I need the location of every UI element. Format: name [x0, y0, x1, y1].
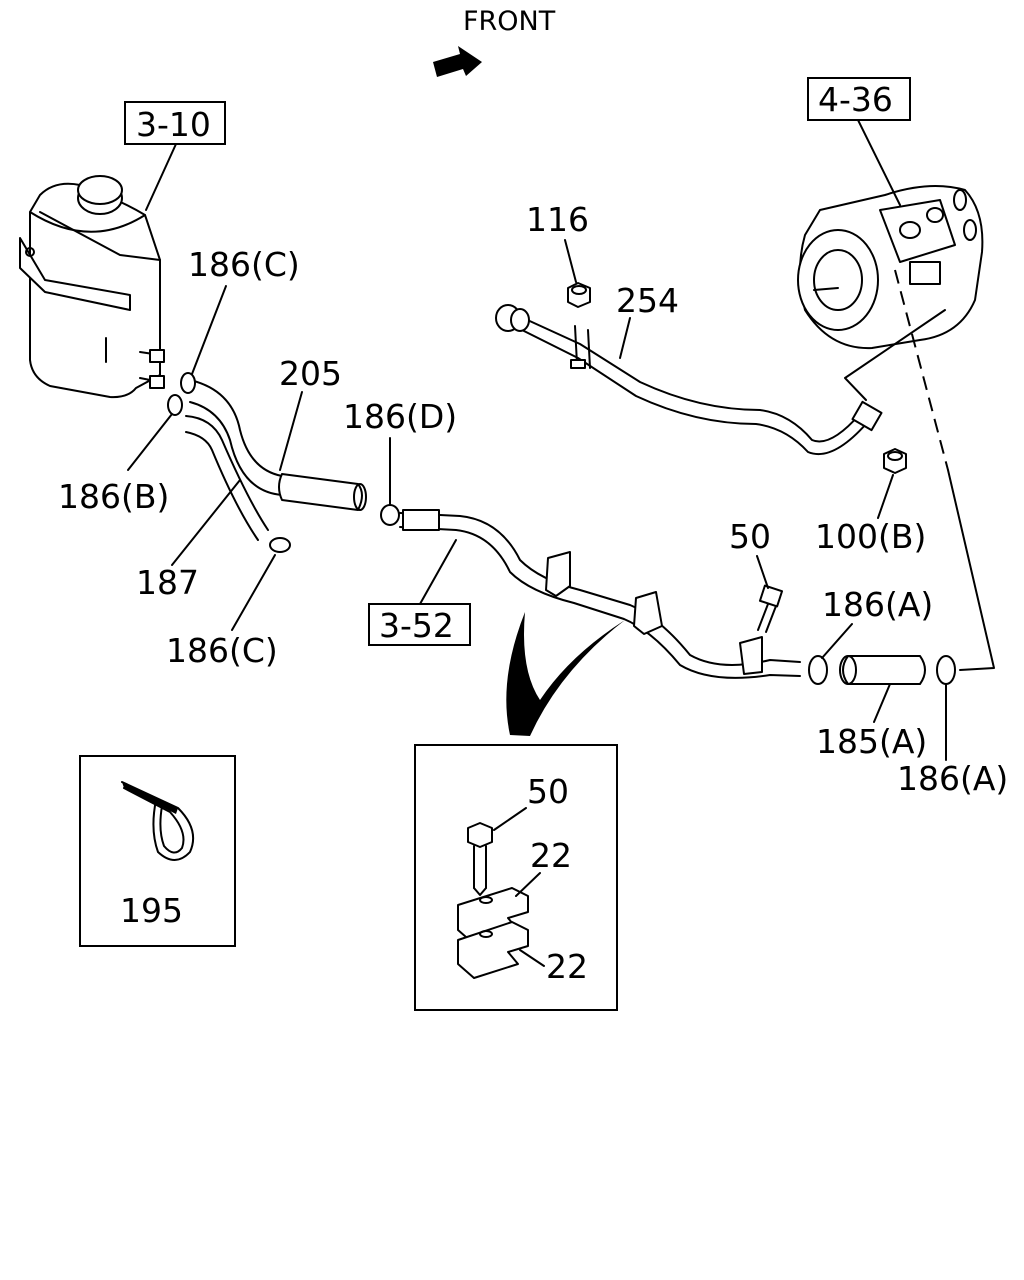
clamp-186a-right-icon: [936, 655, 956, 685]
leader-186c-top: [191, 285, 227, 375]
callout-186b: 186(B): [58, 477, 169, 516]
callout-205: 205: [279, 354, 342, 393]
inset-pointer-icon: [506, 612, 625, 736]
routing-line-254: [844, 309, 946, 401]
leader-3-10: [145, 143, 177, 211]
callout-254: 254: [616, 281, 679, 320]
hose-185a: [839, 655, 926, 685]
callout-100b: 100(B): [815, 517, 926, 556]
callout-195: 195: [120, 891, 183, 930]
power-steering-pump-icon: [797, 185, 984, 350]
callout-22-upper: 22: [530, 836, 572, 875]
leader-3-52: [419, 539, 457, 605]
leader-50-top: [756, 555, 769, 589]
reservoir-tank-icon: [19, 175, 165, 399]
inset-bolt-icon: [467, 822, 493, 896]
inset-box-bracket: [414, 744, 618, 1011]
callout-116: 116: [526, 200, 589, 239]
front-label: FRONT: [463, 6, 556, 37]
dashed-centerline: [894, 269, 949, 471]
ref-3-10-label: 3-10: [136, 105, 211, 144]
callout-186d: 186(D): [343, 397, 457, 436]
leader-186b: [127, 413, 173, 471]
leader-22-lower: [519, 949, 545, 967]
leader-254: [619, 317, 631, 359]
leader-50-inset: [493, 807, 527, 831]
pipe-3-52: [399, 509, 801, 679]
ref-3-52-label: 3-52: [379, 606, 454, 645]
pipe-254: [495, 304, 883, 456]
callout-186c-top: 186(C): [188, 245, 300, 284]
ref-4-36-label: 4-36: [818, 80, 893, 119]
leader-205: [279, 391, 303, 471]
clamp-186c-bottom-icon: [269, 537, 291, 553]
clamp-186c-top-icon: [180, 372, 196, 394]
hose-187: [185, 415, 269, 541]
routing-line-185a: [947, 469, 995, 671]
cable-tie-icon: [121, 781, 194, 861]
callout-50-inset: 50: [527, 772, 569, 811]
leader-116: [564, 239, 577, 283]
callout-22-lower: 22: [546, 947, 588, 986]
bolt-50-icon: [757, 584, 784, 633]
hose-205: [189, 379, 367, 511]
callout-185a: 185(A): [816, 722, 927, 761]
leader-185a: [873, 683, 891, 723]
nut-100b-icon: [883, 448, 907, 474]
callout-186c-bottom: 186(C): [166, 631, 278, 670]
pipe-clamp-bracket-icon: [457, 887, 529, 979]
leader-186c-bottom: [231, 554, 276, 631]
leader-22-upper: [515, 872, 541, 897]
nut-116-icon: [567, 282, 591, 308]
clamp-186b-icon: [167, 394, 183, 416]
callout-50-top: 50: [729, 517, 771, 556]
leader-186a-top: [821, 623, 853, 659]
callout-187: 187: [136, 563, 199, 602]
callout-186a-bottom: 186(A): [897, 759, 1008, 798]
clamp-186d-icon: [380, 504, 400, 526]
leader-100b: [877, 474, 894, 519]
front-arrow-icon: [433, 46, 482, 77]
clamp-186a-left-icon: [808, 655, 828, 685]
leader-4-36: [857, 119, 901, 206]
leader-187: [171, 479, 241, 566]
callout-186a-top: 186(A): [822, 585, 933, 624]
